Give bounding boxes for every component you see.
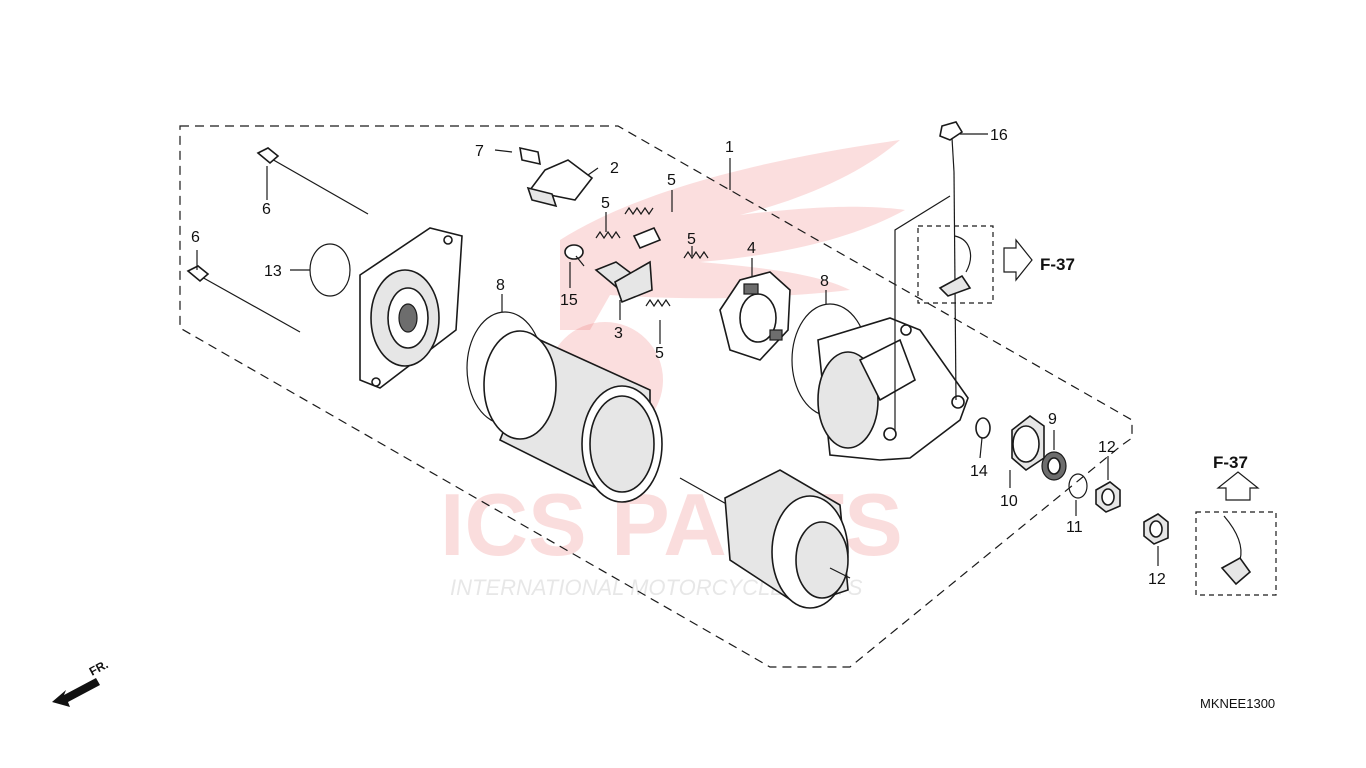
callout-3: 3	[614, 325, 623, 342]
long-bolt-upper	[256, 147, 369, 215]
spring-3	[683, 250, 709, 260]
callout-12-upper: 12	[1098, 439, 1116, 456]
screw	[564, 244, 585, 267]
reference-f37-lower[interactable]: F-37	[1213, 453, 1248, 472]
cable-terminal	[938, 235, 972, 297]
callout-8-right: 8	[820, 273, 829, 290]
brush-holder	[719, 271, 791, 361]
callout-15: 15	[560, 292, 578, 309]
reference-f37-right[interactable]: F-37	[1040, 255, 1075, 274]
ref-arrow-right	[1003, 238, 1033, 282]
callout-5-bottom: 5	[655, 345, 664, 362]
callout-5-left: 5	[601, 195, 610, 212]
callout-16: 16	[990, 127, 1008, 144]
rear-cover	[359, 227, 463, 389]
callout-5-top: 5	[667, 172, 676, 189]
front-arrow-icon	[52, 678, 100, 707]
front-cover	[817, 317, 969, 461]
o-ring	[309, 243, 351, 297]
callout-4: 4	[747, 240, 756, 257]
motor-yoke	[483, 330, 663, 503]
leader-line-cable	[894, 195, 951, 430]
spring-1	[624, 206, 654, 216]
callout-14: 14	[970, 463, 988, 480]
front-direction-indicator: FR.	[52, 657, 110, 707]
diagram-code: MKNEE1300	[1200, 696, 1275, 711]
assembly-outline	[179, 125, 1133, 668]
ref-arrow-up	[1216, 471, 1260, 501]
oil-seal-inner	[1047, 457, 1061, 475]
brush-holder-cap	[519, 146, 594, 208]
mounting-bolt	[939, 121, 964, 401]
callout-7: 7	[475, 143, 484, 160]
armature	[679, 469, 851, 609]
callout-1: 1	[725, 139, 734, 156]
nut-lower	[1143, 513, 1169, 545]
callout-13: 13	[264, 263, 282, 280]
cable-detail-box	[917, 225, 994, 304]
washer	[975, 417, 991, 439]
callout-6-upper: 6	[262, 201, 271, 218]
callout-2: 2	[610, 160, 619, 177]
ring	[1068, 473, 1088, 499]
callout-12-lower: 12	[1148, 571, 1166, 588]
gear-sleeve	[1011, 415, 1045, 472]
callout-11: 11	[1066, 519, 1083, 536]
callout-6-lower: 6	[191, 229, 200, 246]
connector-terminal	[1220, 515, 1252, 586]
callout-5-right: 5	[687, 231, 696, 248]
spring-4	[645, 298, 671, 308]
callout-8-left: 8	[496, 277, 505, 294]
callout-9: 9	[1048, 411, 1057, 428]
front-direction-label: FR.	[87, 657, 111, 678]
nut-upper	[1095, 481, 1121, 513]
leader-lines	[196, 133, 1159, 566]
connector-detail-box	[1195, 511, 1277, 596]
brush-set	[594, 226, 662, 304]
callout-10: 10	[1000, 493, 1018, 510]
spring-2	[595, 230, 621, 240]
long-bolt-lower	[186, 265, 301, 333]
